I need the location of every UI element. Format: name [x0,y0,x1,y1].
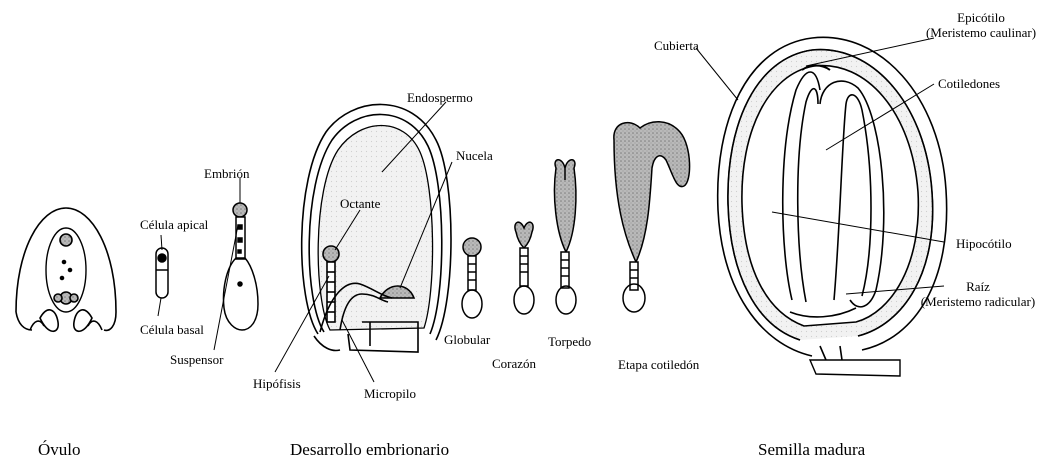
label-etapa-cotiledon: Etapa cotiledón [618,357,699,372]
label-octante: Octante [340,196,380,211]
label-epicotilo-line1: Epicótilo [918,10,1044,25]
label-raiz-line2: (Meristemo radicular) [912,294,1044,309]
caption-ovulo: Óvulo [38,440,81,459]
two-cell-embryo [156,248,168,298]
label-cubierta: Cubierta [654,38,699,53]
cotyledon-stage-embryo [614,122,690,312]
label-epicotilo: Epicótilo (Meristemo caulinar) [918,10,1044,40]
developing-seed [302,104,451,352]
label-corazon: Corazón [492,356,536,371]
label-globular: Globular [444,332,490,347]
label-embrion: Embrión [204,166,250,181]
heart-embryo [514,222,534,314]
ovule-drawing [16,208,116,331]
caption-desarrollo: Desarrollo embrionario [290,440,449,459]
mature-seed [718,37,947,376]
label-hipofisis: Hipófisis [253,376,301,391]
label-endospermo: Endospermo [407,90,473,105]
label-epicotilo-line2: (Meristemo caulinar) [918,25,1044,40]
label-raiz: Raíz (Meristemo radicular) [912,279,1044,309]
label-hipocotilo: Hipocótilo [956,236,1012,251]
caption-semilla: Semilla madura [758,440,865,459]
label-micropilo: Micropilo [364,386,416,401]
globular-embryo [462,238,482,318]
early-embryo [224,203,259,330]
label-raiz-line1: Raíz [912,279,1044,294]
label-celula-apical: Célula apical [140,217,208,232]
torpedo-embryo [554,160,576,314]
label-torpedo: Torpedo [548,334,591,349]
label-suspensor: Suspensor [170,352,223,367]
label-nucela: Nucela [456,148,493,163]
label-celula-basal: Célula basal [140,322,204,337]
label-cotiledones: Cotiledones [938,76,1000,91]
